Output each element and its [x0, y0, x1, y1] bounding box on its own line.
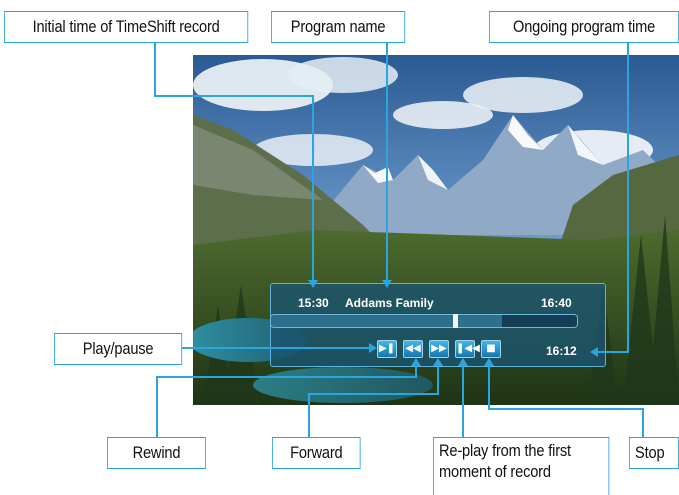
- callout-ongoing-time-text: Ongoing program time: [513, 17, 656, 36]
- stop-button[interactable]: ■: [481, 340, 501, 358]
- fast-forward-icon: ▶▶: [431, 343, 447, 354]
- callout-rewind-text: Rewind: [132, 443, 181, 462]
- stop-icon: ■: [486, 343, 496, 354]
- rewind-button[interactable]: ◀◀: [403, 340, 423, 358]
- forward-button[interactable]: ▶▶: [429, 340, 449, 358]
- osd-program-name: Addams Family: [345, 296, 434, 310]
- timeshift-progress-bar[interactable]: [270, 314, 578, 328]
- osd-end-time: 16:40: [541, 296, 572, 310]
- osd-current-time: 16:12: [546, 344, 577, 358]
- play-pause-icon: ▶❚: [378, 343, 396, 354]
- callout-play-pause-text: Play/pause: [82, 339, 154, 358]
- callout-replay-line1: Re-play from the first: [439, 441, 571, 460]
- callout-stop: Stop: [629, 437, 679, 469]
- callout-forward: Forward: [272, 437, 361, 469]
- osd-start-time: 15:30: [298, 296, 329, 310]
- callout-initial-time: Initial time of TimeShift record: [4, 11, 249, 43]
- buffered-fill: [271, 315, 502, 327]
- callout-initial-time-text: Initial time of TimeShift record: [32, 17, 220, 36]
- callout-program-name: Program name: [271, 11, 406, 43]
- replay-from-start-button[interactable]: ❚◀◀: [455, 340, 480, 358]
- callout-replay-line2: moment of record: [439, 462, 551, 481]
- play-pause-button[interactable]: ▶❚: [377, 340, 397, 358]
- callout-ongoing-time: Ongoing program time: [489, 11, 679, 43]
- callout-play-pause: Play/pause: [54, 333, 183, 365]
- callout-rewind: Rewind: [107, 437, 206, 469]
- callout-program-name-text: Program name: [290, 17, 386, 36]
- progress-handle[interactable]: [452, 314, 458, 328]
- callout-forward-text: Forward: [290, 443, 343, 462]
- callout-stop-text: Stop: [635, 443, 665, 462]
- rewind-icon: ◀◀: [405, 343, 421, 354]
- skip-to-start-icon: ❚◀◀: [456, 343, 480, 354]
- callout-replay: Re-play from the first moment of record: [433, 437, 610, 495]
